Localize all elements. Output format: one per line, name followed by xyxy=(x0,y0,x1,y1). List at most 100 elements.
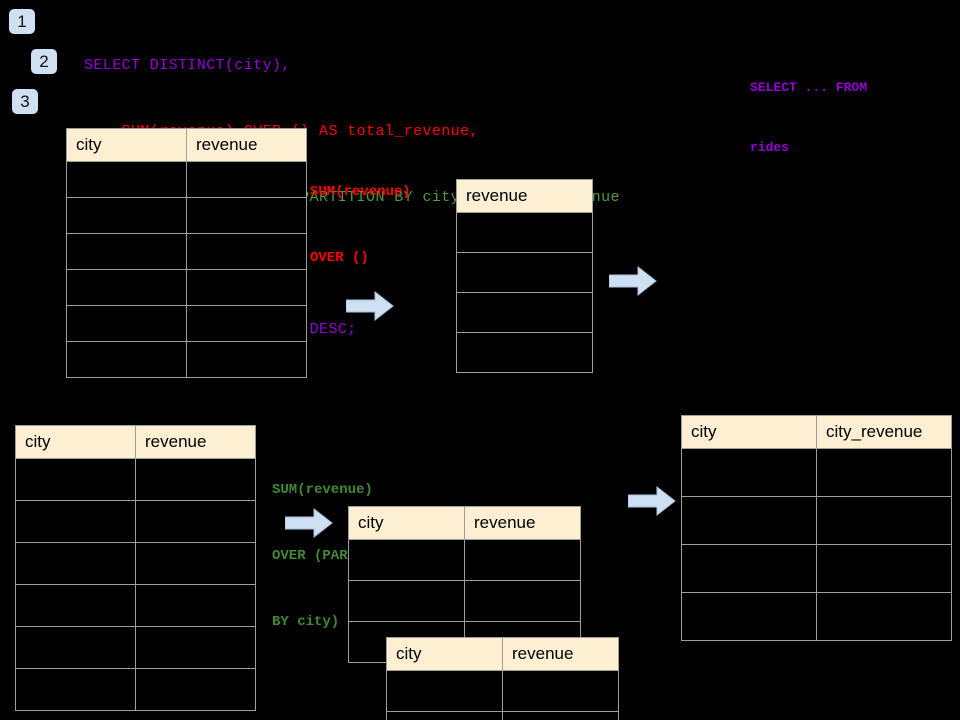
table-cell xyxy=(456,212,593,253)
table-cell xyxy=(456,332,593,373)
table-cell xyxy=(816,544,952,593)
arrow-partition-to-result xyxy=(627,485,676,517)
table-cell xyxy=(186,341,307,378)
column-header-city: city xyxy=(15,425,136,459)
table-cell xyxy=(681,544,817,593)
sql-line-1: SELECT DISTINCT(city), xyxy=(84,57,291,74)
table-row xyxy=(66,341,307,378)
table-cell xyxy=(186,305,307,342)
table-cell xyxy=(502,670,619,712)
table-cell xyxy=(66,233,187,270)
annotation-over-empty: SUM(revenue) OVER () xyxy=(310,137,411,313)
table-row xyxy=(456,292,593,333)
table-partition-b: city revenue xyxy=(386,637,619,720)
table-row xyxy=(456,212,593,253)
table-cell xyxy=(681,448,817,497)
table-row xyxy=(348,539,581,581)
column-header-city-revenue: city_revenue xyxy=(816,415,952,449)
annotation-over-empty-line-2: OVER () xyxy=(310,250,369,266)
table-cell xyxy=(816,592,952,641)
table-cell xyxy=(66,161,187,198)
table-source-bottom: city revenue xyxy=(15,425,256,711)
table-cell xyxy=(386,711,503,720)
table-row xyxy=(386,711,619,720)
table-cell xyxy=(348,580,465,622)
table-row xyxy=(681,496,952,545)
table-row xyxy=(15,584,256,627)
side-note-line-1: SELECT ... FROM xyxy=(750,80,868,95)
table-cell xyxy=(456,292,593,333)
table-row xyxy=(66,161,307,198)
table-row xyxy=(15,668,256,711)
table-cell xyxy=(135,626,256,669)
table-cell xyxy=(135,500,256,543)
table-cell xyxy=(681,592,817,641)
annotation-over-empty-line-1: SUM(revenue) xyxy=(310,184,411,200)
table-cell xyxy=(66,305,187,342)
table-cell xyxy=(186,269,307,306)
table-cell xyxy=(66,197,187,234)
table-result: city city_revenue xyxy=(681,415,952,641)
table-row-header: city revenue xyxy=(348,506,581,540)
column-header-city: city xyxy=(66,128,187,162)
table-cell xyxy=(15,458,136,501)
column-header-city: city xyxy=(348,506,465,540)
table-row xyxy=(386,670,619,712)
table-cell xyxy=(502,711,619,720)
side-note-line-2: rides xyxy=(750,140,790,155)
table-row xyxy=(15,542,256,585)
table-row xyxy=(681,592,952,641)
table-row xyxy=(681,544,952,593)
table-cell xyxy=(464,580,581,622)
table-row xyxy=(15,500,256,543)
annotation-partition-line-1: SUM(revenue) xyxy=(272,482,373,498)
table-row xyxy=(66,269,307,306)
column-header-revenue: revenue xyxy=(464,506,581,540)
column-header-city: city xyxy=(386,637,503,671)
table-cell xyxy=(348,539,465,581)
table-cell xyxy=(456,252,593,293)
table-row xyxy=(66,197,307,234)
table-cell xyxy=(135,458,256,501)
table-cell xyxy=(186,161,307,198)
arrow-source-to-partition xyxy=(284,507,333,539)
table-cell xyxy=(15,584,136,627)
step-badge-2: 2 xyxy=(31,49,57,74)
table-row xyxy=(66,305,307,342)
table-cell xyxy=(816,448,952,497)
table-row xyxy=(15,458,256,501)
table-row xyxy=(456,252,593,293)
table-cell xyxy=(66,341,187,378)
table-cell xyxy=(186,233,307,270)
column-header-revenue: revenue xyxy=(135,425,256,459)
table-cell xyxy=(66,269,187,306)
table-row xyxy=(681,448,952,497)
arrow-total-to-result xyxy=(608,265,657,297)
column-header-city: city xyxy=(681,415,817,449)
arrow-source-to-total xyxy=(345,290,394,322)
column-header-revenue: revenue xyxy=(456,179,593,213)
column-header-revenue: revenue xyxy=(186,128,307,162)
step-badge-1: 1 xyxy=(9,9,35,34)
table-row xyxy=(15,626,256,669)
table-row-header: city revenue xyxy=(386,637,619,671)
table-cell xyxy=(681,496,817,545)
table-row xyxy=(66,233,307,270)
table-cell xyxy=(15,626,136,669)
table-cell xyxy=(816,496,952,545)
table-cell xyxy=(186,197,307,234)
table-row xyxy=(456,332,593,373)
annotation-partition-line-3: BY city) xyxy=(272,614,340,630)
table-cell xyxy=(386,670,503,712)
table-cell xyxy=(464,539,581,581)
side-note-select-from: SELECT ... FROM rides xyxy=(750,38,867,198)
table-row-header: city revenue xyxy=(66,128,307,162)
column-header-revenue: revenue xyxy=(502,637,619,671)
table-row xyxy=(348,580,581,622)
step-badge-3: 3 xyxy=(12,89,38,114)
table-total-revenue: revenue xyxy=(456,179,593,373)
table-row-header: revenue xyxy=(456,179,593,213)
table-cell xyxy=(15,668,136,711)
table-cell xyxy=(135,668,256,711)
